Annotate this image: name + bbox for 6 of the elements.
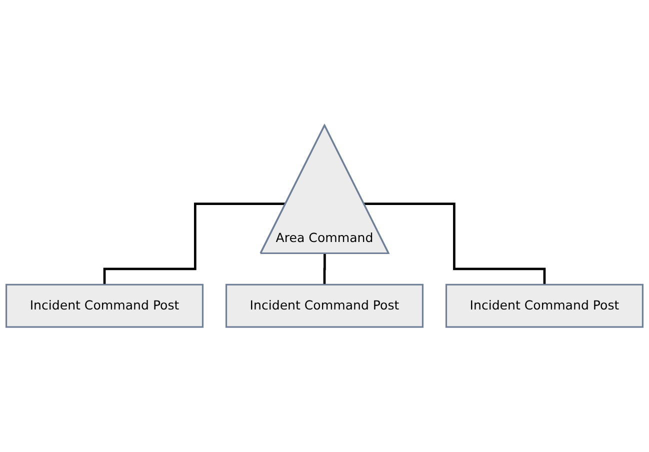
node-box: Incident Command Post: [226, 284, 424, 328]
connector: [103, 202, 286, 286]
connector: [323, 252, 326, 286]
node-box: Incident Command Post: [445, 284, 644, 328]
node-box: Incident Command Post: [6, 284, 204, 328]
connector: [364, 202, 546, 286]
